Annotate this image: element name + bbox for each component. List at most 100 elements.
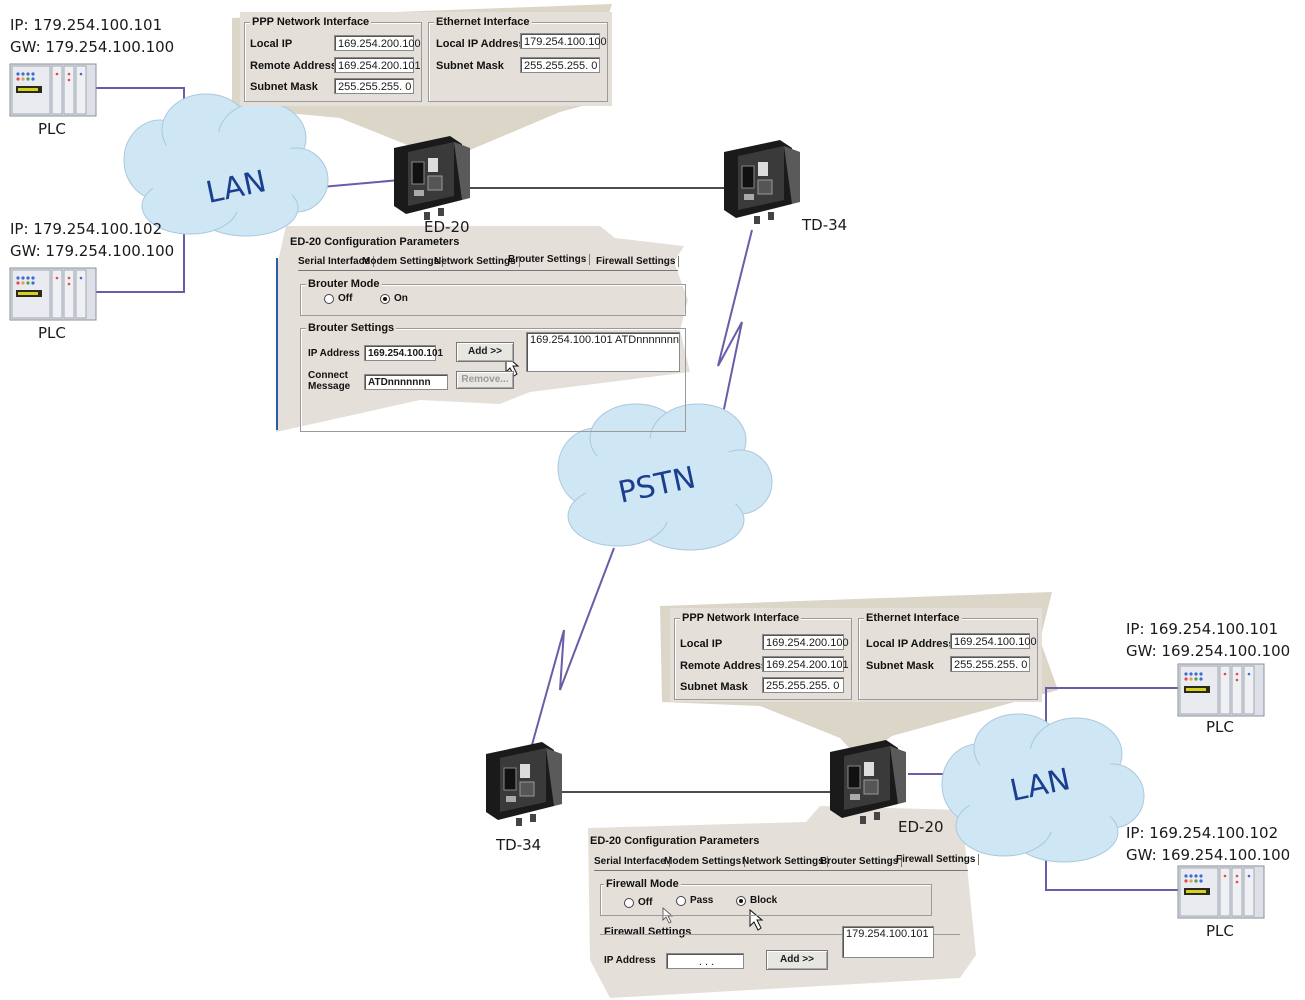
top-plc1-device [9,63,97,117]
bottom-mode-block-radio[interactable] [736,896,746,906]
bottom-td34-device [485,741,563,827]
bottom-interface-panel: PPP Network Interface Local IP 169.254.2… [670,608,1042,702]
bottom-firewall-list[interactable]: 179.254.100.101 [842,926,934,958]
bottom-plc1-gw: GW: 169.254.100.100 [1126,642,1291,660]
top-eth-ip-label: Local IP Address [436,38,525,50]
bottom-mode-off-radio[interactable] [624,898,634,908]
top-config-left-edge [276,258,278,430]
bottom-ppp-title: PPP Network Interface [680,612,802,624]
bottom-settings-divider [600,934,960,935]
bottom-ip-field[interactable]: . . . [666,953,744,969]
top-mode-off-radio[interactable] [324,294,334,304]
bottom-tab-brouter[interactable]: Brouter Settings [820,856,903,867]
bottom-remote-field[interactable]: 169.254.200.101 [762,656,849,672]
bottom-plc2-device [1177,865,1265,919]
top-td34-label: TD-34 [802,216,848,234]
bottom-mode-pass-radio[interactable] [676,896,686,906]
top-subnet-label: Subnet Mask [250,81,318,93]
bottom-config-panel: ED-20 Configuration Parameters Serial In… [588,828,980,988]
top-ppp-title: PPP Network Interface [250,16,372,28]
bottom-td34-label: TD-34 [496,836,542,854]
top-brouter-settings-title: Brouter Settings [306,322,397,334]
top-plc1-gw: GW: 179.254.100.100 [10,38,175,56]
bottom-eth-ip-field[interactable]: 169.254.100.100 [950,633,1037,649]
top-local-ip-field[interactable]: 169.254.200.100 [334,35,421,51]
bottom-eth-title: Ethernet Interface [864,612,962,624]
bottom-eth-subnet-label: Subnet Mask [866,660,934,672]
bottom-firewall-mode-group [600,884,932,916]
top-tab-serial[interactable]: Serial Interface [298,256,374,267]
bottom-tab-network[interactable]: Network Settings [742,856,828,867]
top-plc1-label: PLC [38,120,66,138]
bottom-local-ip-field[interactable]: 169.254.200.100 [762,634,849,650]
top-pstn-link [717,229,753,439]
bottom-eth-subnet-field[interactable]: 255.255.255. 0 [950,656,1030,672]
bottom-plc2-label: PLC [1206,922,1234,940]
top-plc2-gw: GW: 179.254.100.100 [10,242,175,260]
bottom-plc2-ip: IP: 169.254.100.102 [1126,824,1279,842]
top-brouter-settings-group [300,328,686,432]
top-eth-subnet-field[interactable]: 255.255.255. 0 [520,57,600,73]
top-brouter-mode-title: Brouter Mode [306,278,382,290]
top-mode-off-label: Off [338,293,353,304]
bottom-tab-serial[interactable]: Serial Interface [594,856,670,867]
pstn-cloud [557,403,773,551]
bottom-tab-firewall[interactable]: Firewall Settings [896,854,980,865]
top-connect-label-1: Connect [308,370,348,381]
bottom-config-title: ED-20 Configuration Parameters [590,835,760,847]
top-ip-field[interactable]: 169.254.100.101 [364,345,443,361]
bottom-firewall-settings-title: Firewall Settings [604,926,692,938]
top-mode-on-label: On [394,293,408,304]
top-brouter-list[interactable]: 169.254.100.101 ATDnnnnnnn [526,332,680,372]
top-interface-panel: PPP Network Interface Local IP 169.254.2… [240,12,612,106]
top-remote-label: Remote Address [250,60,338,72]
top-config-panel: ED-20 Configuration Parameters Serial In… [276,230,686,432]
top-lan-cloud [123,93,329,237]
top-brouter-mode-group [300,284,686,316]
top-remote-field[interactable]: 169.254.200.101 [334,57,421,73]
top-plc1-ip: IP: 179.254.100.101 [10,16,163,34]
top-tab-network[interactable]: Network Settings [434,256,520,267]
bottom-subnet-label: Subnet Mask [680,681,748,693]
top-tab-modem[interactable]: Modem Settings [362,256,444,267]
top-ip-label: IP Address [308,348,360,359]
bottom-tab-modem[interactable]: Modem Settings [664,856,746,867]
bottom-mode-block-label: Block [750,895,778,906]
top-eth-subnet-label: Subnet Mask [436,60,504,72]
bottom-plc1-link [1045,687,1178,730]
top-config-title: ED-20 Configuration Parameters [290,236,460,248]
bottom-mode-off-label: Off [638,897,653,908]
top-plc2-label: PLC [38,324,66,342]
top-mode-on-radio[interactable] [380,294,390,304]
bottom-eth-ip-label: Local IP Address [866,638,955,650]
top-eth-title: Ethernet Interface [434,16,532,28]
top-connect-label-2: Message [308,381,351,392]
top-remove-button[interactable]: Remove... [456,371,514,389]
top-plc2-link [96,224,185,293]
top-ed20-label: ED-20 [424,218,470,236]
top-td34-device [723,139,801,225]
bottom-add-button[interactable]: Add >> [766,950,828,970]
bottom-plc1-label: PLC [1206,718,1234,736]
top-add-button[interactable]: Add >> [456,342,514,362]
bottom-plc1-device [1177,663,1265,717]
top-ed20-device [393,135,471,221]
bottom-plc1-ip: IP: 169.254.100.101 [1126,620,1279,638]
top-plc2-device [9,267,97,321]
bottom-subnet-field[interactable]: 255.255.255. 0 [762,677,844,693]
top-tab-firewall[interactable]: Firewall Settings [596,256,680,267]
top-eth-ip-field[interactable]: 179.254.100.100 [520,33,607,49]
bottom-ip-label: IP Address [604,955,656,966]
top-tab-bar: Serial Interface Modem Settings Network … [298,254,680,271]
bottom-tab-bar: Serial Interface Modem Settings Network … [594,854,980,871]
bottom-pstn-link [529,547,615,753]
bottom-ed20-device [829,739,907,825]
bottom-mode-pass-label: Pass [690,895,714,906]
bottom-ed20-label: ED-20 [898,818,944,836]
top-connect-field[interactable]: ATDnnnnnnn [364,374,448,390]
bottom-remote-label: Remote Address [680,660,768,672]
top-tab-brouter[interactable]: Brouter Settings [508,254,591,265]
top-subnet-field[interactable]: 255.255.255. 0 [334,78,414,94]
bottom-plc2-gw: GW: 169.254.100.100 [1126,846,1291,864]
bottom-firewall-mode-title: Firewall Mode [604,878,681,890]
